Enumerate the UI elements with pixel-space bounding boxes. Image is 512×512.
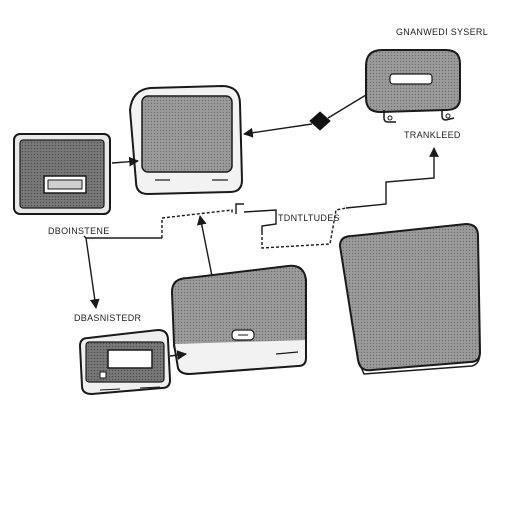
top-monitor-device xyxy=(128,84,244,196)
arrow-diamond-to-monitor xyxy=(243,123,313,138)
label-tracked: TRANKLEED xyxy=(404,130,461,140)
bottom-left-device xyxy=(78,328,172,396)
arrow-down-to-label xyxy=(85,237,100,309)
dashed-bus xyxy=(161,209,233,238)
arrow-bottomleft-to-console xyxy=(169,350,187,360)
top-right-router-device xyxy=(365,49,461,123)
arrow-tablet-to-monitor xyxy=(111,156,139,167)
connectors xyxy=(83,94,439,360)
diamond-node xyxy=(309,111,331,131)
label-left-b: DBASNISTEDR xyxy=(74,313,142,323)
left-tablet-device xyxy=(13,133,111,215)
label-left-a: DBOINSTENE xyxy=(48,226,110,236)
label-middle: TDNTLTUDES xyxy=(278,213,340,223)
line-router-to-diamond xyxy=(327,94,367,119)
bracket xyxy=(235,203,277,232)
large-right-panel-device xyxy=(338,222,482,375)
dashed-bus-right xyxy=(261,207,347,249)
line-left-loop xyxy=(83,235,162,239)
line-tracked-path xyxy=(345,147,439,209)
center-console-device xyxy=(170,264,307,376)
label-top-right: GNANWEDI SYSERL xyxy=(396,27,489,37)
arrow-console-to-monitor xyxy=(196,215,213,277)
